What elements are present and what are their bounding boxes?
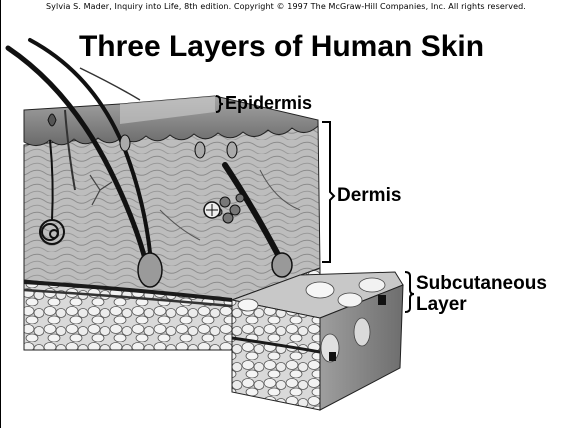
dermis-label: Dermis	[337, 185, 401, 207]
subcutaneous-brace	[405, 272, 414, 312]
epidermis-label: Epidermis	[225, 93, 312, 114]
subcutaneous-label-line2: Layer	[416, 294, 467, 316]
hair-follicle	[138, 253, 162, 287]
subcutaneous-label-line1: Subcutaneous	[416, 273, 547, 295]
dermis-bracket	[322, 122, 334, 262]
subcutaneous-slab-front	[232, 300, 320, 410]
